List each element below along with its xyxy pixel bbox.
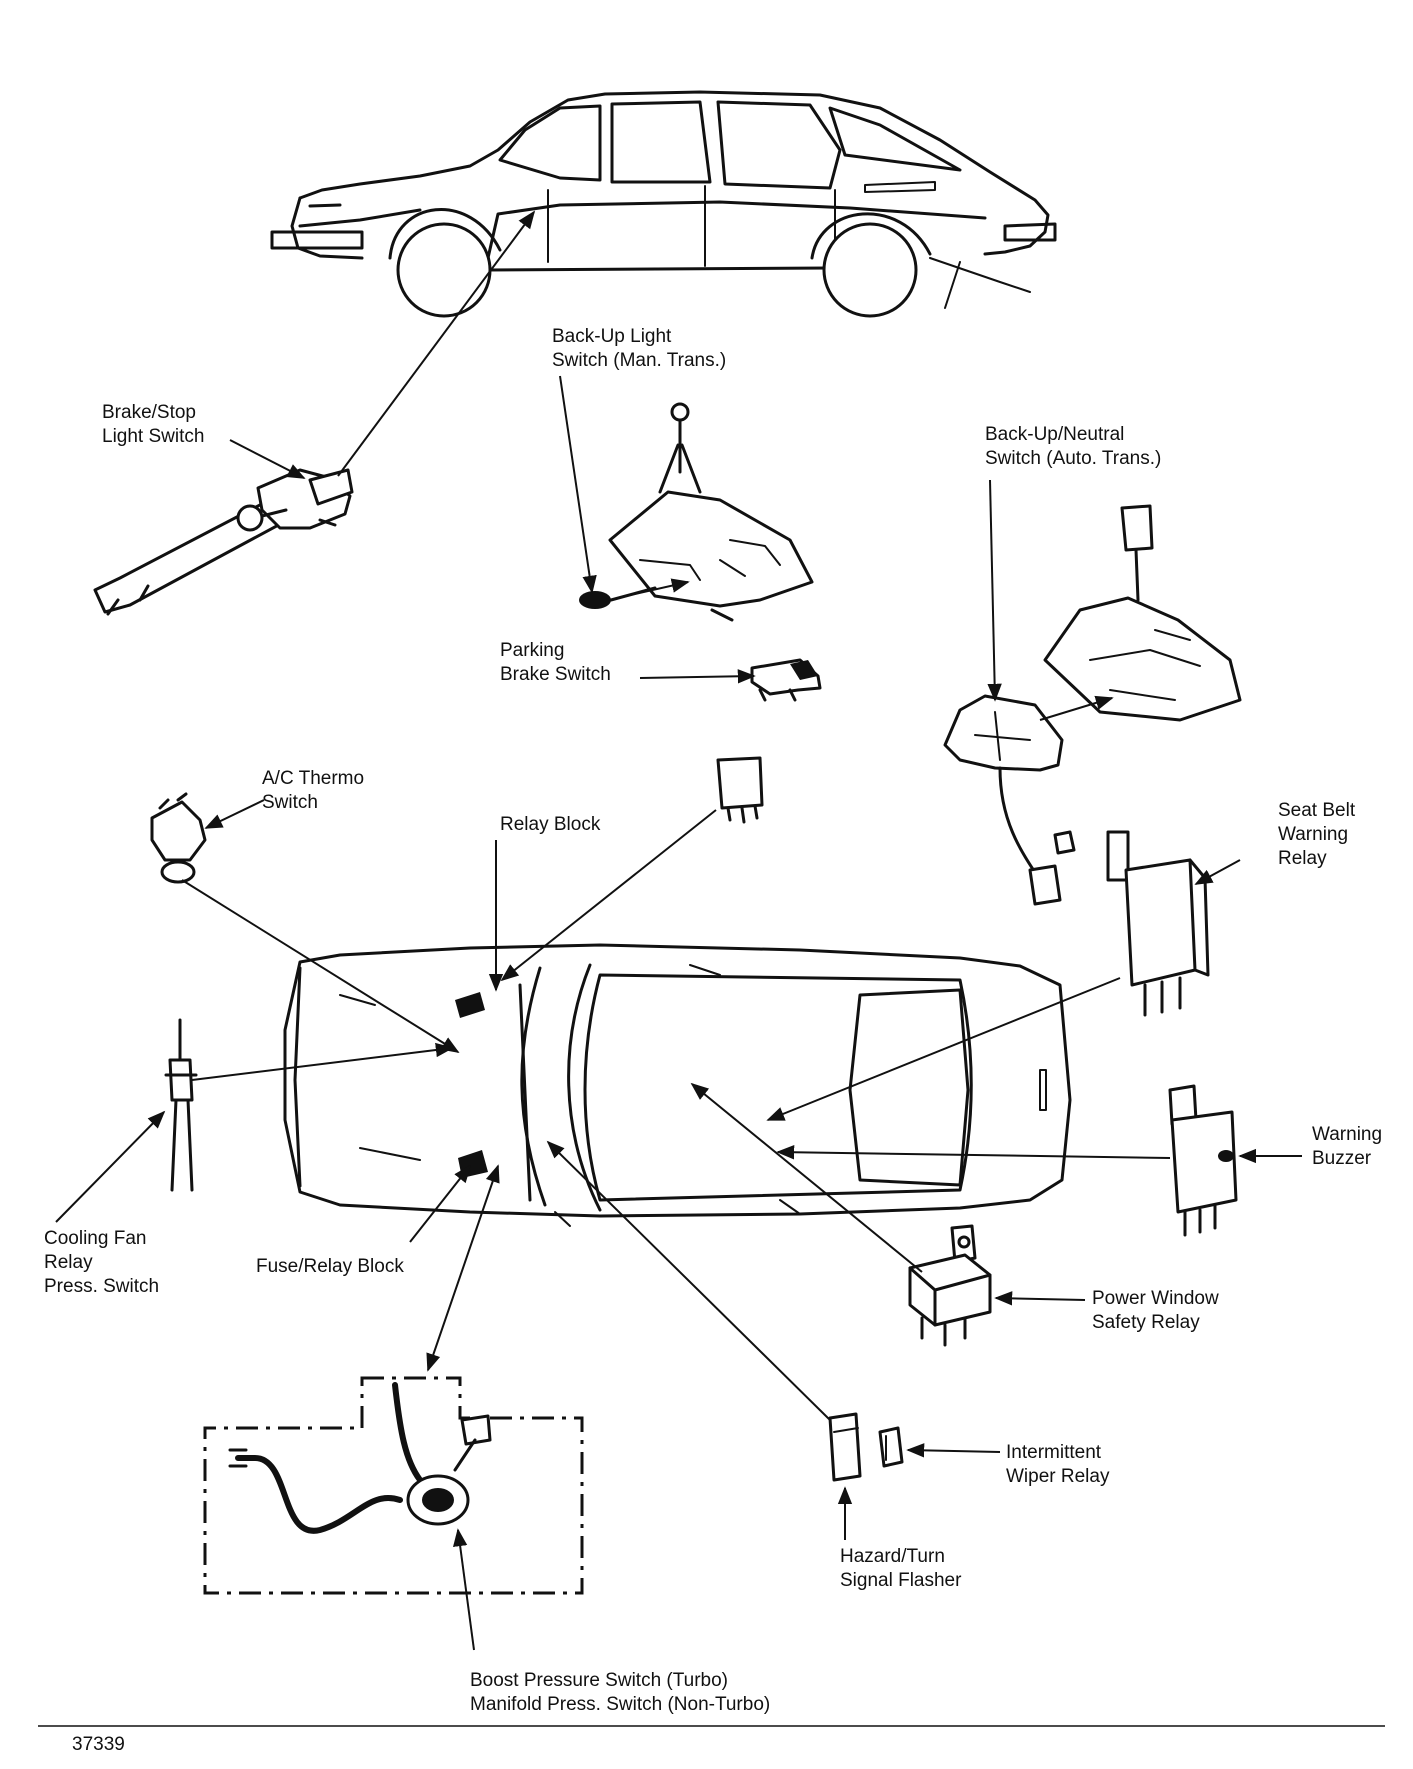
figure-number: 37339 [72, 1734, 125, 1755]
power-window-relay-icon [908, 1224, 992, 1347]
label-power-window-line-2: Safety Relay [1092, 1312, 1200, 1333]
manual-shifter-icon [579, 402, 814, 622]
label-backup-neutral-line-2: Switch (Auto. Trans.) [985, 448, 1161, 469]
label-boost-pressure-line-1: Boost Pressure Switch (Turbo) [470, 1670, 728, 1691]
label-cooling-fan-line-1: Cooling Fan [44, 1228, 146, 1249]
car-side-view [270, 90, 1057, 318]
label-brake-stop-line-2: Light Switch [102, 426, 204, 447]
car-top-view [283, 943, 1072, 1227]
label-fuse-relay-block: Fuse/Relay Block [256, 1256, 404, 1277]
label-seat-belt-line-2: Warning [1278, 824, 1348, 845]
label-seat-belt-line-3: Relay [1278, 848, 1327, 869]
label-backup-manual-line-1: Back-Up Light [552, 326, 672, 347]
hazard-flasher-icon [828, 1412, 862, 1482]
label-cooling-fan-line-3: Press. Switch [44, 1276, 159, 1297]
label-warning-buzzer-line-1: Warning [1312, 1124, 1382, 1145]
label-cooling-fan-line-2: Relay [44, 1252, 93, 1273]
label-seat-belt-line-1: Seat Belt [1278, 800, 1356, 821]
label-hazard-flasher-line-1: Hazard/Turn [840, 1546, 945, 1567]
label-warning-buzzer-line-2: Buzzer [1312, 1148, 1372, 1169]
label-parking-brake-line-2: Brake Switch [500, 664, 611, 685]
label-brake-stop-line-1: Brake/Stop [102, 402, 196, 423]
wiper-relay-icon [878, 1426, 904, 1468]
label-ac-thermo-line-1: A/C Thermo [262, 768, 364, 789]
label-relay-block: Relay Block [500, 814, 601, 835]
label-hazard-flasher-line-2: Signal Flasher [840, 1570, 962, 1591]
label-parking-brake-line-1: Parking [500, 640, 564, 661]
ac-thermo-switch-icon [150, 792, 207, 884]
label-backup-manual-line-2: Switch (Man. Trans.) [552, 350, 726, 371]
cooling-fan-switch-icon [164, 1018, 198, 1192]
label-backup-neutral-line-1: Back-Up/Neutral [985, 424, 1124, 445]
parking-brake-switch-icon [750, 658, 822, 702]
label-intermittent-wiper-line-1: Intermittent [1006, 1442, 1102, 1463]
brake-pedal-icon [93, 468, 354, 616]
label-ac-thermo-line-2: Switch [262, 792, 318, 813]
relay-block-icon [716, 756, 764, 824]
boost-pressure-switch-icon [203, 1376, 584, 1595]
label-power-window-line-1: Power Window [1092, 1288, 1219, 1309]
warning-buzzer-icon [1168, 1084, 1238, 1237]
auto-shifter-icon [943, 504, 1242, 906]
label-boost-pressure-line-2: Manifold Press. Switch (Non-Turbo) [470, 1694, 770, 1715]
label-intermittent-wiper-line-2: Wiper Relay [1006, 1466, 1110, 1487]
seat-belt-relay-icon [1106, 830, 1210, 1017]
